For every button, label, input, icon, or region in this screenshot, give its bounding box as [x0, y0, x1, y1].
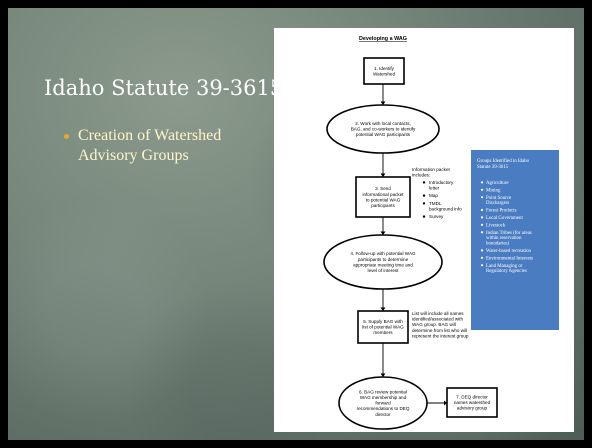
- flow-step-label: participants to determine: [358, 257, 409, 262]
- bullet-item: Creation of Watershed Advisory Groups: [64, 126, 278, 166]
- arrow-head: [380, 173, 386, 177]
- flow-step-label: BAG, and co-workers to identify: [351, 127, 416, 132]
- groups-panel-item: Land Managing or: [486, 264, 523, 269]
- groups-bullet-icon: [480, 223, 484, 226]
- packet-note-item: letter: [429, 185, 440, 190]
- flow-step-s1: [363, 57, 405, 85]
- groups-panel-item: Environmental Interests: [486, 256, 533, 261]
- flow-step-label: 7. DEQ director: [456, 395, 488, 400]
- flow-step-label: director: [375, 412, 391, 417]
- flow-step-s5: [357, 310, 409, 344]
- flow-step-label: 1. Identify: [374, 66, 395, 71]
- flow-step-label: participants: [371, 203, 395, 208]
- list-note-text: WAG group. BAG will: [412, 322, 456, 327]
- packet-bullet-icon: [422, 202, 426, 205]
- groups-panel-item: Regulatory Agencies: [486, 269, 527, 274]
- packet-note-item: Survey: [429, 214, 444, 219]
- flow-step-label: forward: [375, 401, 391, 406]
- flow-step-label: 3. Send: [375, 186, 391, 191]
- groups-panel-title: Statute 39-3615: [477, 165, 509, 170]
- flow-step-label: to potential WAG: [366, 197, 401, 202]
- flow-step-label: list of potential WAG: [362, 325, 404, 330]
- packet-bullet-icon: [422, 181, 426, 184]
- groups-panel-item: Local Government: [486, 216, 523, 221]
- groups-panel-title: Groups Identified in Idaho: [477, 159, 530, 164]
- groups-panel-item: boundaries): [486, 242, 509, 247]
- bullet-text: Creation of Watershed Advisory Groups: [78, 127, 222, 164]
- slide-title: Idaho Statute 39-3615: [44, 76, 284, 100]
- groups-panel-item: Mining: [486, 188, 501, 193]
- groups-bullet-icon: [480, 181, 484, 184]
- flow-step-label: WAG membership and: [360, 395, 407, 400]
- groups-bullet-icon: [480, 256, 484, 259]
- arrow-head: [380, 231, 386, 235]
- document-heading: Developing a WAG: [359, 36, 407, 42]
- packet-note-text: includes:: [412, 173, 430, 178]
- arrow-head: [380, 307, 386, 311]
- list-note-text: determine from list who will: [412, 328, 467, 333]
- bullet-icon: [64, 134, 69, 139]
- flow-step-label: 5. Supply BAG with: [363, 319, 403, 324]
- packet-note-item: Introductory: [429, 180, 454, 185]
- flow-step-s7: [446, 387, 498, 418]
- packet-note-item: Map: [429, 193, 438, 198]
- groups-bullet-icon: [480, 264, 484, 267]
- groups-bullet-icon: [480, 188, 484, 191]
- groups-panel-item: within reservation: [486, 236, 522, 241]
- groups-bullet-icon: [480, 216, 484, 219]
- flow-step-label: level of interest: [368, 268, 400, 273]
- groups-bullet-icon: [480, 249, 484, 252]
- flow-step-label: 2. Work with local contacts,: [355, 121, 411, 126]
- groups-panel-item: Water-based recreation: [486, 249, 532, 254]
- flow-step-label: 4. Follow-up with potential WAG: [350, 251, 416, 256]
- flow-step-label: 6. BAG review potential: [359, 389, 407, 394]
- arrow-head: [380, 101, 386, 105]
- groups-panel-item: Dischargers: [486, 201, 509, 206]
- groups-bullet-icon: [480, 196, 484, 199]
- flow-step-label: potential WAG participants: [356, 132, 411, 137]
- groups-bullet-icon: [480, 208, 484, 212]
- groups-panel-item: Point Source: [486, 196, 511, 201]
- groups-panel-item: Agriculture: [486, 181, 509, 186]
- packet-note-item: TMDL: [429, 201, 442, 206]
- groups-panel-item: Indian Tribes (for areas: [486, 231, 532, 236]
- list-note-text: List will include all names: [412, 311, 464, 316]
- flow-step-label: Watershed: [373, 71, 395, 76]
- arrow-head: [380, 373, 386, 377]
- flow-step-label: members: [373, 330, 393, 335]
- groups-panel-item: Livestock: [486, 223, 506, 228]
- flow-step-label: recommendations to DEQ: [357, 406, 410, 411]
- packet-bullet-icon: [422, 194, 426, 197]
- flow-step-label: appropriate meeting time and: [353, 262, 413, 267]
- flow-step-label: names watershed: [454, 400, 491, 405]
- arrow-head: [444, 400, 447, 406]
- groups-panel: [471, 150, 559, 330]
- packet-note-text: Information packet: [412, 167, 451, 172]
- flow-step-label: advisory group: [457, 406, 488, 411]
- groups-panel-item: Forest Products: [486, 209, 517, 214]
- list-note-text: represent the interest group: [412, 333, 469, 338]
- list-note-text: identified/associated with: [412, 317, 464, 322]
- packet-bullet-icon: [422, 215, 426, 218]
- packet-note-item: background info: [429, 206, 462, 211]
- groups-bullet-icon: [480, 231, 484, 234]
- flow-step-label: informational packet: [362, 192, 404, 197]
